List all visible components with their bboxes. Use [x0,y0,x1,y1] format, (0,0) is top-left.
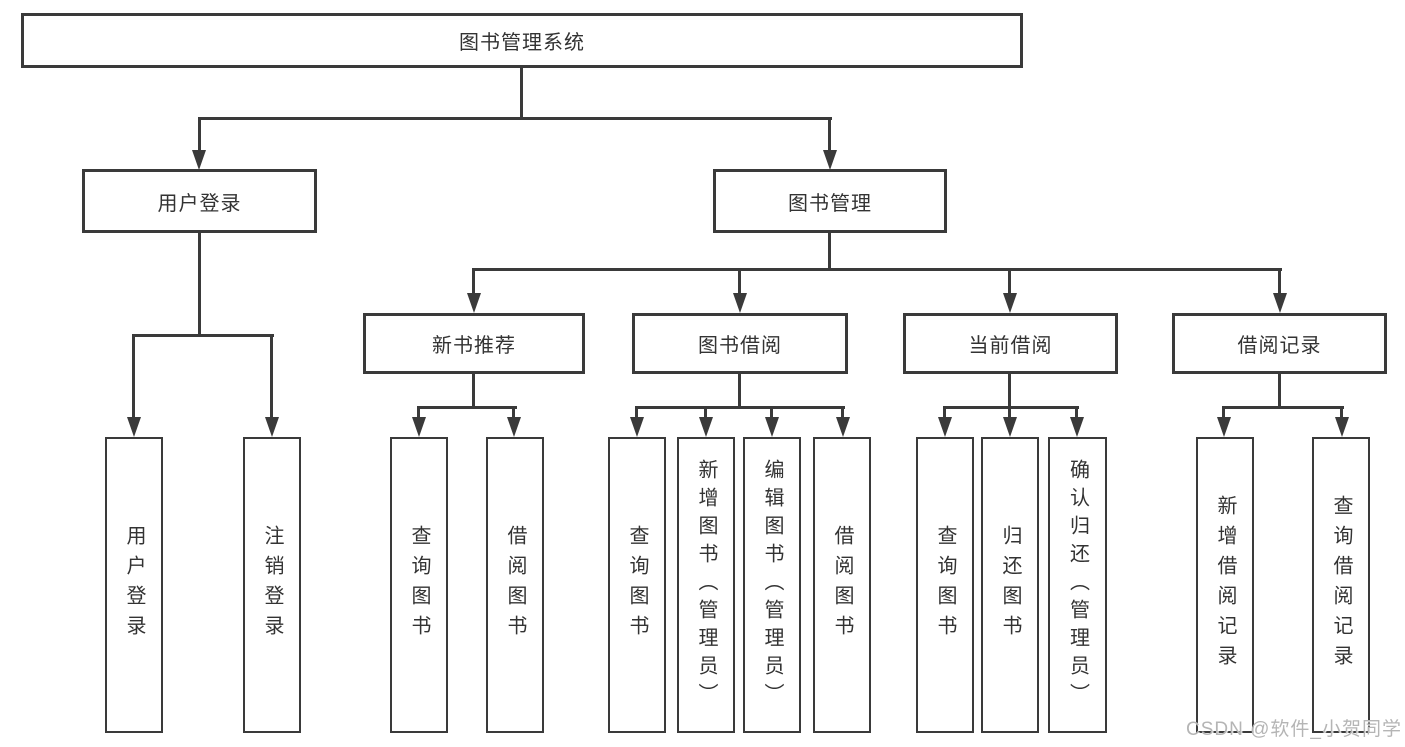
leaf-recommend-query-books-label: 查询图书 [408,525,430,645]
connector-current-to-leaf2 [1008,406,1011,420]
arrow-down-icon [1003,293,1017,313]
arrow-down-icon [699,417,713,437]
connector-records-crossbar [1222,406,1344,409]
connector-borrowing-to-leaf3 [770,406,773,420]
leaf-confirm-return-admin-label: 确认归还（管理员） [1066,459,1089,711]
arrow-down-icon [823,150,837,170]
leaf-add-borrow-record: 新增借阅记录 [1196,437,1254,733]
connector-records-to-leaf1 [1222,406,1225,420]
node-borrowing-records-label: 借阅记录 [1237,335,1322,357]
node-book-management-label: 图书管理 [788,192,872,215]
connector-mgmt-stem [828,231,831,271]
connector-mgmt-to-records [1278,268,1281,296]
leaf-user-login: 用户登录 [105,437,163,733]
node-current-borrowing-label: 当前借阅 [968,335,1053,357]
leaf-recommend-borrow-books-label: 借阅图书 [504,525,526,645]
connector-current-stem [1008,372,1011,409]
node-book-management: 图书管理 [713,169,947,233]
leaf-current-query-books: 查询图书 [916,437,974,733]
arrow-down-icon [938,417,952,437]
connector-login-crossbar [132,334,274,337]
node-library-system-label: 图书管理系统 [459,32,585,54]
arrow-down-icon [127,417,141,437]
leaf-borrowing-borrow-books: 借阅图书 [813,437,871,733]
node-borrowing-records: 借阅记录 [1172,313,1387,374]
arrow-down-icon [467,293,481,313]
arrow-down-icon [733,293,747,313]
leaf-logout-login: 注销登录 [243,437,301,733]
leaf-borrowing-query-books: 查询图书 [608,437,666,733]
leaf-borrowing-borrow-books-label: 借阅图书 [831,525,853,645]
node-new-book-recommend: 新书推荐 [363,313,585,374]
node-library-system: 图书管理系统 [21,13,1023,68]
leaf-user-login-label: 用户登录 [123,525,145,645]
connector-root-to-mgmt [828,117,831,152]
leaf-borrowing-query-books-label: 查询图书 [626,525,648,645]
connector-records-to-leaf2 [1340,406,1343,420]
arrow-down-icon [192,150,206,170]
connector-login-to-leaf1 [132,334,135,419]
arrow-down-icon [1335,417,1349,437]
leaf-confirm-return-admin: 确认归还（管理员） [1048,437,1107,733]
leaf-add-book-admin-label: 新增图书（管理员） [695,459,717,711]
connector-recommend-stem [472,372,475,409]
leaf-add-borrow-record-label: 新增借阅记录 [1214,495,1236,675]
node-new-book-recommend-label: 新书推荐 [432,335,516,357]
node-current-borrowing: 当前借阅 [903,313,1118,374]
leaf-query-borrow-record: 查询借阅记录 [1312,437,1370,733]
arrow-down-icon [1070,417,1084,437]
leaf-return-books-label: 归还图书 [999,525,1021,645]
arrow-down-icon [765,417,779,437]
connector-login-stem [198,231,201,337]
node-user-login-label: 用户登录 [157,192,242,215]
connector-recommend-to-leaf2 [512,406,515,420]
connector-login-to-leaf2 [270,334,273,419]
connector-borrowing-to-leaf4 [841,406,844,420]
node-book-borrowing: 图书借阅 [632,313,848,374]
connector-recommend-to-leaf1 [417,406,420,420]
connector-records-stem [1278,372,1281,409]
leaf-recommend-borrow-books: 借阅图书 [486,437,544,733]
connector-mgmt-to-borrowing [738,268,741,296]
node-book-borrowing-label: 图书借阅 [698,335,782,357]
arrow-down-icon [265,417,279,437]
connector-root-crossbar [198,117,832,120]
leaf-logout-login-label: 注销登录 [261,525,283,645]
watermark: CSDN @软件_小贺同学 [1186,719,1402,740]
connector-current-to-leaf3 [1075,406,1078,420]
arrow-down-icon [1217,417,1231,437]
node-user-login: 用户登录 [82,169,317,233]
arrow-down-icon [630,417,644,437]
leaf-recommend-query-books: 查询图书 [390,437,448,733]
arrow-down-icon [507,417,521,437]
leaf-edit-book-admin: 编辑图书（管理员） [743,437,801,733]
connector-borrowing-to-leaf1 [635,406,638,420]
arrow-down-icon [412,417,426,437]
arrow-down-icon [836,417,850,437]
arrow-down-icon [1273,293,1287,313]
connector-mgmt-crossbar [472,268,1282,271]
connector-current-crossbar [943,406,1079,409]
leaf-add-book-admin: 新增图书（管理员） [677,437,735,733]
leaf-query-borrow-record-label: 查询借阅记录 [1330,495,1352,675]
connector-borrowing-to-leaf2 [704,406,707,420]
connector-borrowing-crossbar [635,406,845,409]
connector-recommend-crossbar [417,406,517,409]
connector-current-to-leaf1 [943,406,946,420]
connector-root-to-login [198,117,201,152]
connector-mgmt-to-current [1008,268,1011,296]
leaf-edit-book-admin-label: 编辑图书（管理员） [761,459,783,711]
leaf-return-books: 归还图书 [981,437,1039,733]
connector-root-stem [520,66,523,119]
connector-mgmt-to-recommend [472,268,475,296]
connector-borrowing-stem [738,372,741,409]
leaf-current-query-books-label: 查询图书 [934,525,956,645]
arrow-down-icon [1003,417,1017,437]
